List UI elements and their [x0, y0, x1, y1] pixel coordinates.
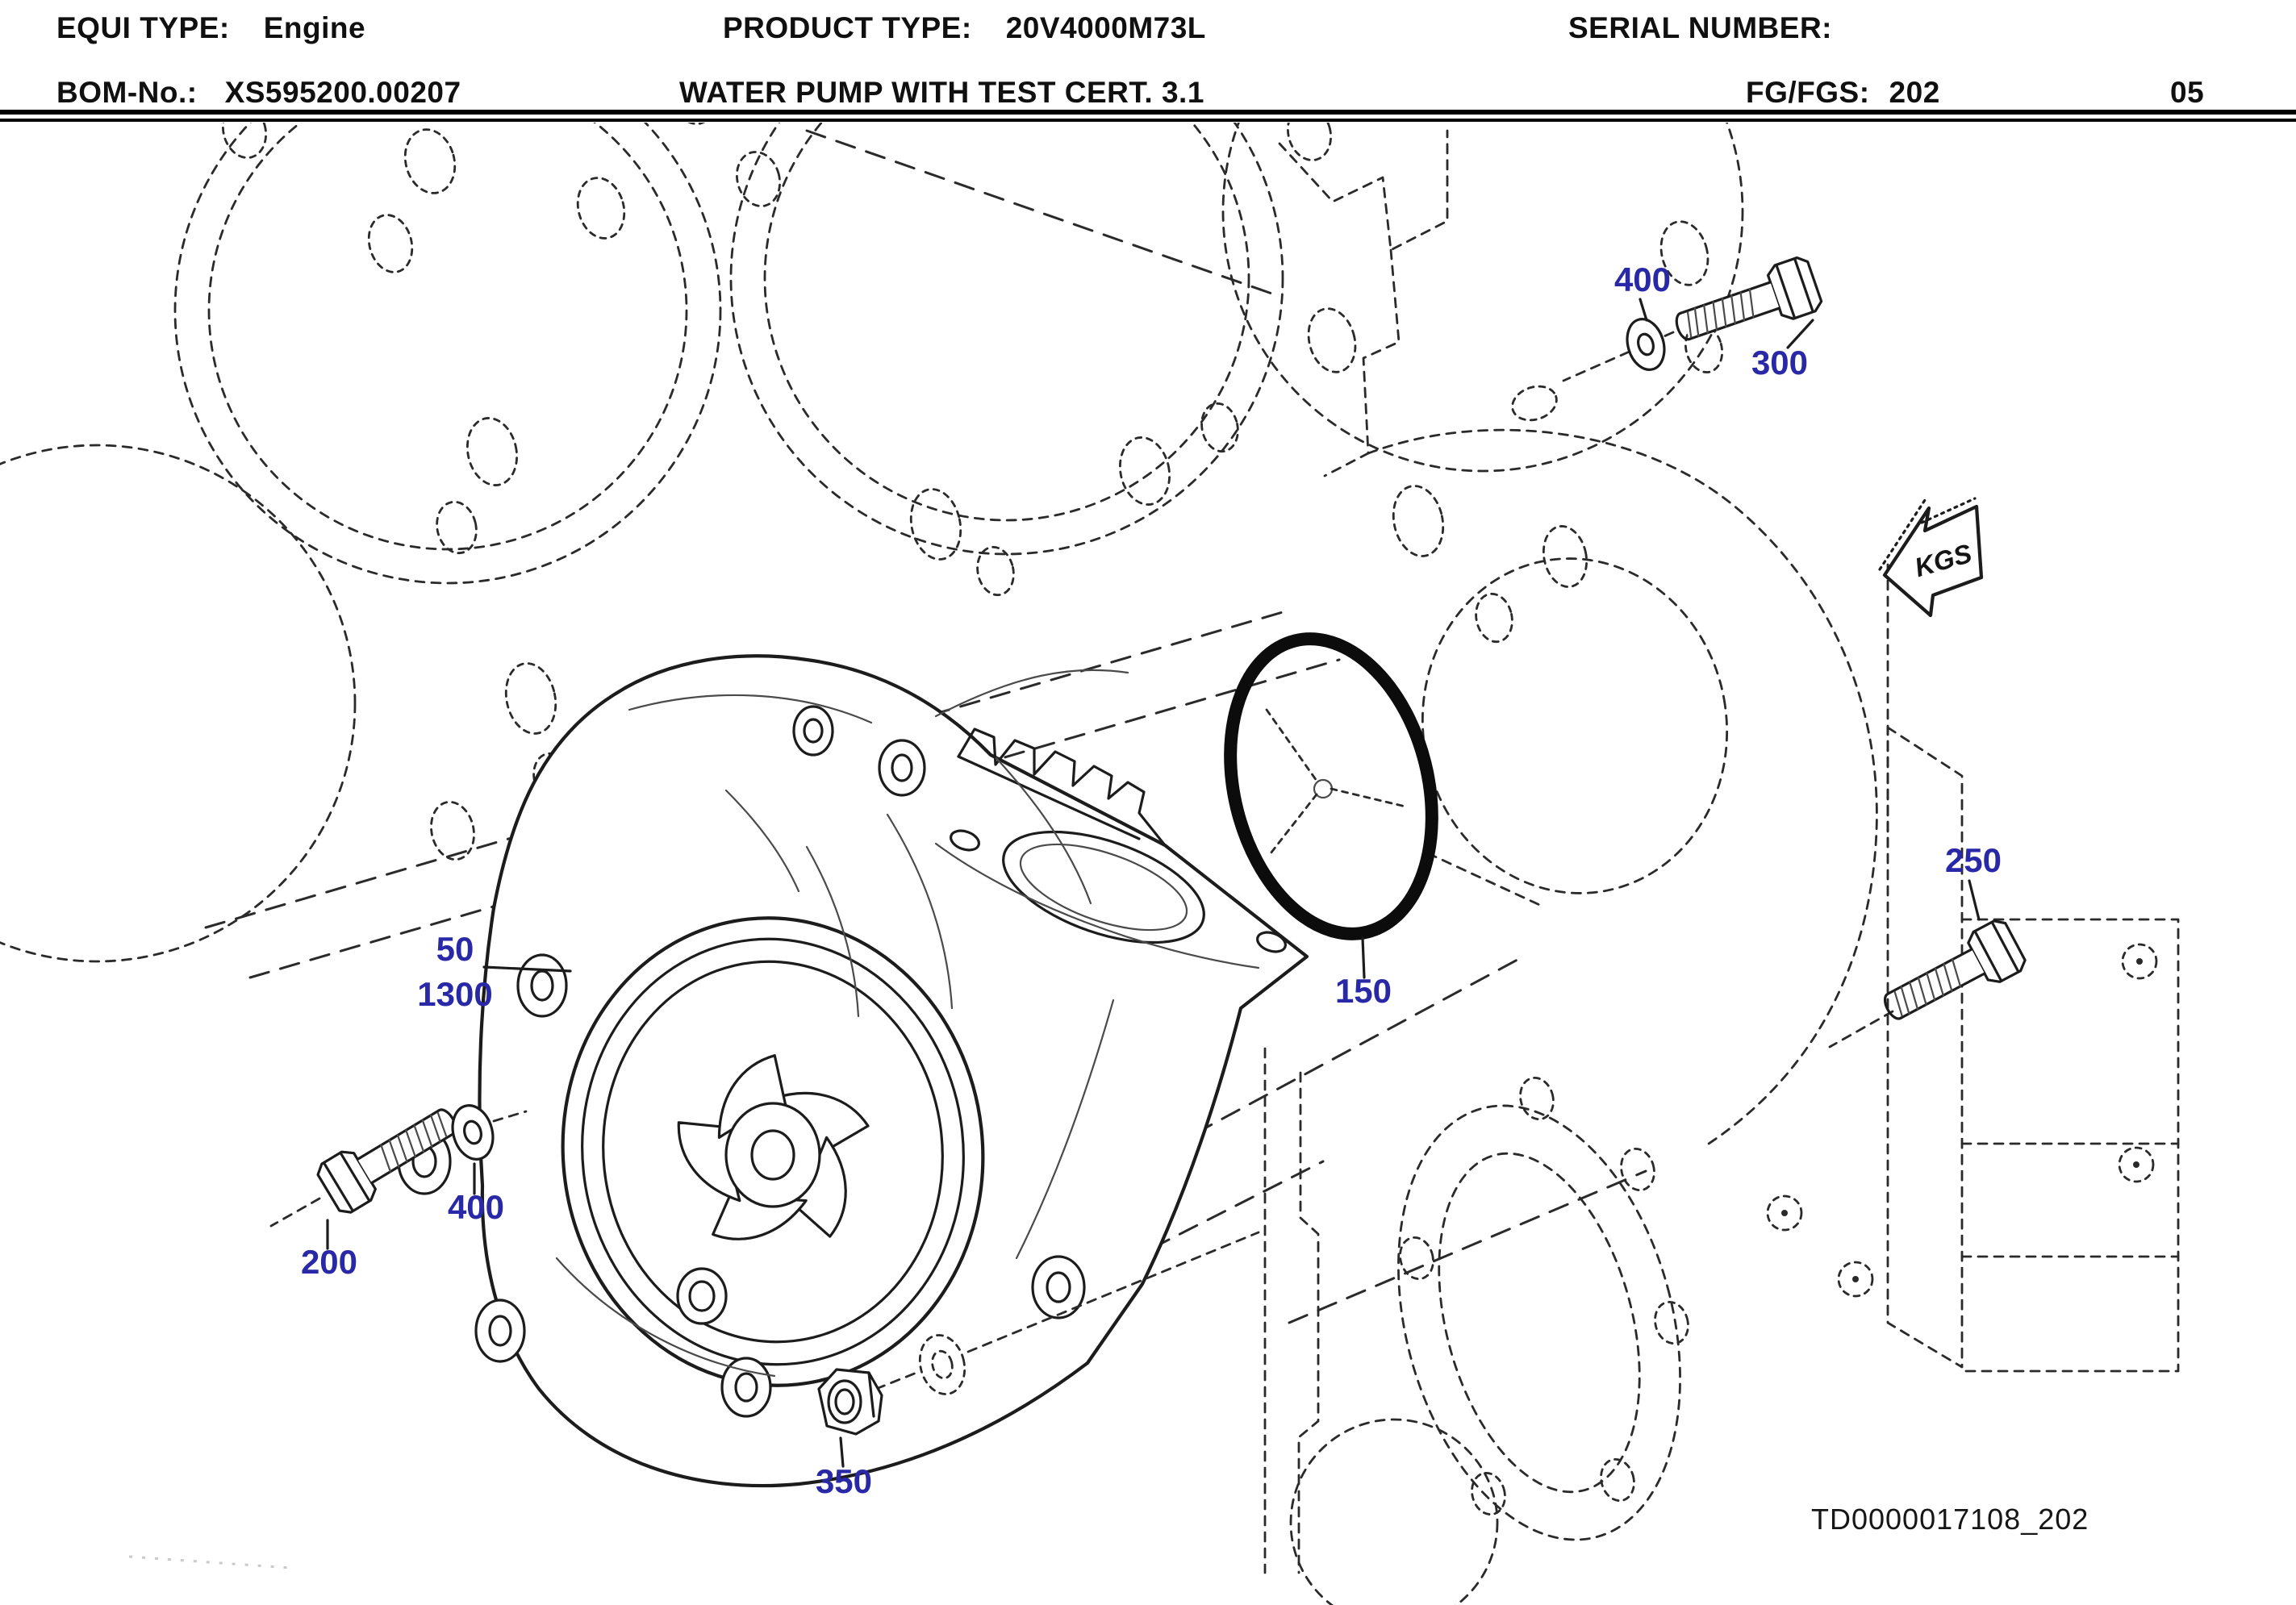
- drawing-code: TD0000017108_202: [1811, 1503, 2089, 1536]
- o-ring: [1201, 617, 1462, 955]
- water-pump-drawing: [399, 656, 1307, 1486]
- header-divider-line: [0, 110, 2296, 115]
- washer-400-left: [447, 1101, 499, 1165]
- pump-sketch-lines: [557, 670, 1128, 1376]
- equi-type-field: EQUI TYPE: Engine: [56, 11, 365, 45]
- engine-block-hidden-lines: [0, 0, 1743, 1405]
- pump-face-rim: [540, 897, 1006, 1406]
- callout-labels: 400 300 250 150 50 1300 400 200 350: [301, 261, 2002, 1500]
- serial-number-field: SERIAL NUMBER:: [1568, 11, 1866, 45]
- washer-400-top: [1622, 315, 1670, 374]
- page-title: WATER PUMP WITH TEST CERT. 3.1: [679, 76, 1204, 109]
- fg-fgs-label: FG/FGS:: [1746, 76, 1870, 109]
- header-divider-line-2: [0, 119, 2296, 122]
- header: EQUI TYPE: Engine PRODUCT TYPE: 20V4000M73…: [0, 0, 2296, 123]
- hex-nut-350: [819, 1369, 882, 1434]
- product-type-field: PRODUCT TYPE: 20V4000M73L: [723, 11, 1206, 45]
- equi-type-label: EQUI TYPE:: [56, 11, 230, 44]
- pump-mounting-lugs: [399, 707, 1084, 1416]
- impeller: [660, 1045, 868, 1261]
- side-bracket-hidden-lines: [1768, 727, 2178, 1371]
- equi-type-value: Engine: [263, 11, 366, 44]
- scan-artifact: [129, 1557, 290, 1568]
- serial-number-label: SERIAL NUMBER:: [1568, 11, 1832, 44]
- fasteners: [271, 253, 2030, 1434]
- bom-field: BOM-No.: XS595200.00207: [56, 76, 461, 110]
- callout-leaders: [328, 299, 1979, 1466]
- bom-value: XS595200.00207: [224, 76, 461, 109]
- callout-50[interactable]: 50: [436, 930, 474, 968]
- hex-bolt-300: [1667, 253, 1826, 357]
- product-type-value: 20V4000M73L: [1005, 11, 1206, 44]
- outlet-flange-port: [990, 810, 1218, 965]
- callout-150[interactable]: 150: [1335, 972, 1392, 1010]
- sheet-number: 05: [2170, 76, 2205, 109]
- product-type-label: PRODUCT TYPE:: [723, 11, 972, 44]
- timing-case-hidden-lines: [1265, 131, 2178, 1605]
- callout-400-top[interactable]: 400: [1614, 261, 1671, 298]
- pump-port-flange: [1353, 1074, 1725, 1572]
- callout-1300[interactable]: 1300: [417, 975, 492, 1013]
- washer-hidden: [914, 1331, 971, 1399]
- fg-fgs-value: 202: [1889, 76, 1940, 109]
- callout-300[interactable]: 300: [1751, 344, 1808, 381]
- callout-350[interactable]: 350: [816, 1462, 872, 1500]
- kgs-direction-arrow: KGS: [1880, 498, 1981, 615]
- bom-label: BOM-No.:: [56, 76, 198, 109]
- callout-400-left[interactable]: 400: [448, 1188, 504, 1226]
- hex-bolt-250: [1872, 915, 2030, 1036]
- fg-fgs-field: FG/FGS: 202: [1746, 76, 1940, 110]
- drive-gear-teeth: [958, 729, 1165, 845]
- callout-250[interactable]: 250: [1945, 841, 2002, 879]
- callout-200[interactable]: 200: [301, 1243, 357, 1281]
